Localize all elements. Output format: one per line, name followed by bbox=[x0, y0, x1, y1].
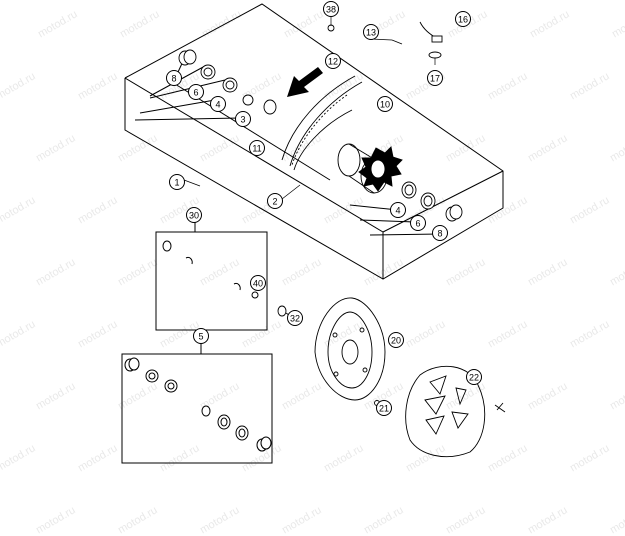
callout-number: 12 bbox=[328, 57, 338, 67]
watermark-text: motod.ru bbox=[607, 504, 625, 536]
callout-circle bbox=[325, 53, 341, 69]
callout-circle bbox=[323, 1, 339, 17]
callout-circle bbox=[390, 202, 406, 218]
callout-circle bbox=[166, 70, 182, 86]
callout-c32: 32 bbox=[287, 310, 303, 326]
callout-number: 6 bbox=[193, 88, 198, 98]
callout-number: 8 bbox=[437, 229, 442, 239]
callout-circle bbox=[388, 332, 404, 348]
wheel-rim bbox=[281, 75, 363, 171]
callout-number: 21 bbox=[379, 404, 389, 414]
seals-bearings-left bbox=[178, 49, 277, 115]
callout-c2: 2 bbox=[267, 193, 283, 209]
callout-c11: 11 bbox=[249, 140, 265, 156]
callout-number: 2 bbox=[272, 197, 277, 207]
callout-c13: 13 bbox=[363, 24, 379, 40]
callout-number: 20 bbox=[391, 336, 401, 346]
callout-c1: 1 bbox=[169, 174, 185, 190]
callout-number: 8 bbox=[171, 74, 176, 84]
callout-circle bbox=[188, 84, 204, 100]
callout-circle bbox=[193, 328, 209, 344]
callout-c20: 20 bbox=[388, 332, 404, 348]
callout-number: 38 bbox=[326, 5, 336, 15]
callout-leaders bbox=[183, 16, 436, 200]
callout-c6b: 6 bbox=[410, 215, 426, 231]
callout-number: 6 bbox=[415, 219, 420, 229]
callout-number: 16 bbox=[458, 15, 468, 25]
callout-c30: 30 bbox=[186, 207, 202, 223]
callout-number: 22 bbox=[469, 373, 479, 383]
callout-number: 32 bbox=[290, 314, 300, 324]
callout-c38: 38 bbox=[323, 1, 339, 17]
callout-number: 4 bbox=[395, 206, 400, 216]
callout-c6a: 6 bbox=[188, 84, 204, 100]
callout-circle bbox=[287, 310, 303, 326]
callout-c8b: 8 bbox=[432, 225, 448, 241]
kit-box-30 bbox=[155, 222, 268, 331]
spacer-part bbox=[277, 305, 290, 317]
callout-c10: 10 bbox=[377, 96, 393, 112]
seals-bearings-right bbox=[401, 181, 463, 222]
callout-c5: 5 bbox=[193, 328, 209, 344]
callout-c22: 22 bbox=[466, 369, 482, 385]
callout-circle bbox=[376, 400, 392, 416]
callout-circle bbox=[455, 11, 471, 27]
callout-circle bbox=[235, 111, 251, 127]
callout-c4b: 4 bbox=[390, 202, 406, 218]
watermark-text: motod.ru bbox=[279, 504, 324, 536]
callout-number: 1 bbox=[174, 178, 179, 188]
callout-c8a: 8 bbox=[166, 70, 182, 86]
kit-box-5 bbox=[121, 343, 273, 464]
callout-circle bbox=[410, 215, 426, 231]
callout-circle bbox=[432, 225, 448, 241]
callout-circle bbox=[267, 193, 283, 209]
callout-c17: 17 bbox=[427, 70, 443, 86]
callout-number: 17 bbox=[430, 74, 440, 84]
watermark-text: motod.ru bbox=[525, 504, 570, 536]
valve-parts bbox=[327, 21, 443, 59]
callout-c16: 16 bbox=[455, 11, 471, 27]
watermark-text: motod.ru bbox=[115, 504, 160, 536]
callout-number: 13 bbox=[366, 28, 376, 38]
brake-disc-guard bbox=[405, 365, 506, 458]
callout-number: 4 bbox=[215, 100, 220, 110]
watermark-text: motod.ru bbox=[33, 504, 78, 536]
callout-circle bbox=[427, 70, 443, 86]
callout-c12: 12 bbox=[325, 53, 341, 69]
watermark-text: motod.ru bbox=[197, 504, 242, 536]
callout-number: 5 bbox=[198, 332, 203, 342]
direction-arrow-icon bbox=[287, 67, 323, 97]
callout-number: 40 bbox=[253, 279, 263, 289]
callout-circle bbox=[377, 96, 393, 112]
callout-number: 11 bbox=[252, 144, 261, 154]
wheel-hub bbox=[337, 143, 403, 194]
callout-number: 30 bbox=[189, 211, 199, 221]
assembly-box bbox=[124, 3, 504, 280]
callout-circle bbox=[250, 275, 266, 291]
callout-circle bbox=[363, 24, 379, 40]
callout-circle bbox=[249, 140, 265, 156]
callout-circle bbox=[466, 369, 482, 385]
callout-c21: 21 bbox=[376, 400, 392, 416]
callout-c40: 40 bbox=[250, 275, 266, 291]
callout-circle bbox=[186, 207, 202, 223]
callout-circle bbox=[169, 174, 185, 190]
callout-c4a: 4 bbox=[210, 96, 226, 112]
callout-c3: 3 bbox=[235, 111, 251, 127]
watermark-text: motod.ru bbox=[361, 504, 406, 536]
brake-disc bbox=[314, 297, 386, 401]
callout-number: 3 bbox=[240, 115, 245, 125]
callout-circle bbox=[210, 96, 226, 112]
watermark-text: motod.ru bbox=[443, 504, 488, 536]
callout-number: 10 bbox=[380, 100, 390, 110]
